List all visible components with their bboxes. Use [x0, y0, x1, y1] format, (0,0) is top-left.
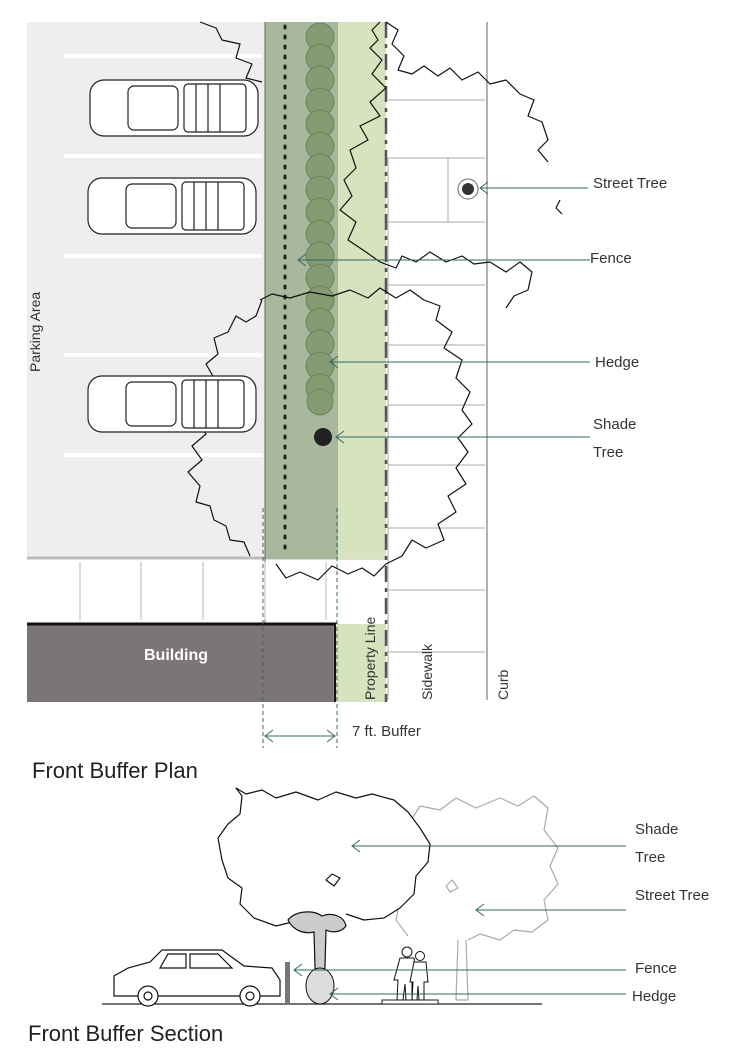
section-fence: [285, 962, 290, 1004]
section-shade-tree: [217, 787, 431, 1003]
street-tree-grate: [457, 178, 479, 200]
buffer-dimension: [262, 508, 338, 748]
section-shade-tree-label-line1: Shade: [635, 821, 678, 838]
sidewalk-label: Sidewalk: [419, 643, 435, 700]
parking-area-label: Parking Area: [27, 292, 43, 372]
sidewalk-joints: [387, 99, 485, 700]
shade-tree-label-line1: Shade: [593, 416, 636, 433]
parking-stripes: [64, 54, 262, 457]
section-hedge-label: Hedge: [632, 988, 676, 1005]
section-people: [393, 946, 429, 1001]
building: [27, 624, 333, 702]
property-line-label: Property Line: [362, 617, 378, 700]
parked-car-2: [87, 177, 257, 235]
buffer-strip-outer: [338, 22, 386, 559]
front-buffer-section: Shade Tree Street Tree Fence Hedge Front…: [28, 787, 709, 1046]
parked-car-3: [87, 375, 257, 433]
hedge-label: Hedge: [595, 354, 639, 371]
shade-tree-label-line2: Tree: [593, 444, 623, 461]
tree-canopies: [187, 21, 563, 581]
section-title: Front Buffer Section: [28, 1021, 223, 1046]
parked-car-1: [89, 79, 259, 137]
hedge: [305, 22, 335, 416]
section-street-tree-label: Street Tree: [635, 887, 709, 904]
curb-label: Curb: [495, 669, 511, 700]
fence-label: Fence: [590, 250, 632, 267]
plan-leaders: [297, 181, 590, 444]
section-fence-label: Fence: [635, 960, 677, 977]
buffer-label: 7 ft. Buffer: [352, 723, 421, 740]
plan-title: Front Buffer Plan: [32, 758, 198, 783]
street-tree-label: Street Tree: [593, 175, 667, 192]
section-shade-tree-label-line2: Tree: [635, 849, 665, 866]
shade-tree-trunk: [314, 428, 332, 446]
building-label: Building: [144, 647, 208, 664]
front-buffer-plan: Building: [27, 21, 667, 783]
section-hedge: [305, 967, 335, 1005]
section-leaders: [293, 839, 626, 1001]
section-car: [113, 949, 281, 1007]
